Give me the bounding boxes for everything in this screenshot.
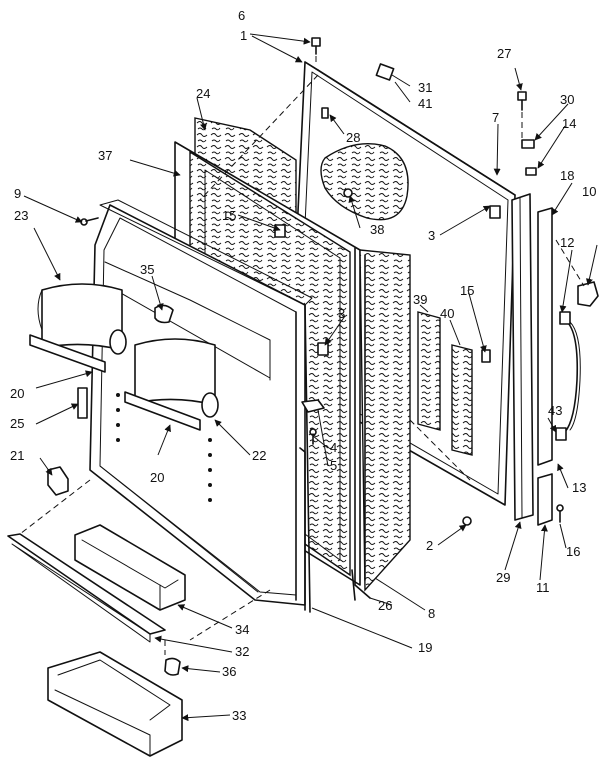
callout-31: 31: [418, 80, 432, 95]
bin-clip-36: [164, 657, 181, 676]
callout-38: 38: [370, 222, 384, 237]
leader-lines: [23, 33, 598, 722]
callout-18: 18: [560, 168, 574, 183]
callout-10: 10: [582, 184, 596, 199]
door-trim-40: [451, 344, 473, 456]
callout-26: 26: [378, 598, 392, 613]
callout-11: 11: [536, 580, 550, 595]
callout-12: 12: [560, 235, 574, 250]
screw-9: [80, 217, 99, 226]
handle-trim-18: [537, 207, 553, 466]
callout-40: 40: [440, 306, 454, 321]
dairy-door-22: [124, 338, 219, 431]
callout-5: 5: [330, 458, 337, 473]
callout-33: 33: [232, 708, 246, 723]
callout-24: 24: [196, 86, 210, 101]
callout-21: 21: [10, 448, 24, 463]
door-bin-33: [47, 651, 183, 757]
liner-holes: [116, 393, 212, 502]
callout-2: 2: [426, 538, 433, 553]
shelf-rail-32: [7, 533, 166, 635]
handle-trim-29: [511, 193, 534, 521]
callout-3-upper: 3: [428, 228, 435, 243]
screw-4: [309, 428, 317, 445]
door-trim-39: [417, 311, 441, 431]
callout-25: 25: [10, 416, 24, 431]
callout-30: 30: [560, 92, 574, 107]
callout-6: 6: [238, 8, 245, 23]
screw-27: [517, 91, 527, 111]
callout-19: 19: [418, 640, 432, 655]
callout-22: 22: [252, 448, 266, 463]
callout-20-upper: 20: [10, 386, 24, 401]
callout-35: 35: [140, 262, 154, 277]
shelf-bracket-25: [77, 387, 88, 419]
callout-16: 16: [566, 544, 580, 559]
door-trim-strip: [299, 447, 306, 611]
dairy-door-23: [29, 283, 127, 373]
callout-labels: 6 1 31 41 27 30 14 7 28 24 37 9 23 18 10…: [10, 8, 596, 723]
callout-28: 28: [346, 130, 360, 145]
callout-20-lower: 20: [150, 470, 164, 485]
callout-36: 36: [222, 664, 236, 679]
callout-14: 14: [562, 116, 576, 131]
inner-panel-foam-patch: [320, 143, 409, 221]
door-handle: [555, 311, 581, 441]
screw-16: [556, 504, 564, 523]
door-gasket: [351, 247, 411, 601]
callout-15-lower: 15: [460, 283, 474, 298]
callout-13: 13: [572, 480, 586, 495]
bin-clip-35: [154, 304, 174, 324]
callout-37: 37: [98, 148, 112, 163]
callout-39: 39: [413, 292, 427, 307]
callout-34: 34: [235, 622, 249, 637]
handle-endcap-10: [577, 281, 599, 307]
screw-6: [311, 37, 321, 55]
callout-41: 41: [418, 96, 432, 111]
callout-7: 7: [492, 110, 499, 125]
callout-15-upper: 15: [222, 208, 236, 223]
callout-4: 4: [330, 440, 337, 455]
callout-8: 8: [428, 606, 435, 621]
handle-trim-11: [537, 473, 553, 526]
callout-43: 43: [548, 403, 562, 418]
callout-27: 27: [497, 46, 511, 61]
callout-23: 23: [14, 208, 28, 223]
screws: [80, 37, 564, 526]
door-bin-34: [74, 524, 186, 611]
alignment-lines: [19, 56, 585, 655]
callout-3-lower: 3: [338, 306, 345, 321]
shelf-clip-21: [47, 466, 69, 496]
washer-2: [462, 516, 472, 526]
callout-29: 29: [496, 570, 510, 585]
callout-9: 9: [14, 186, 21, 201]
callout-32: 32: [235, 644, 249, 659]
inner-door-liner: [89, 199, 313, 613]
callout-1: 1: [240, 28, 247, 43]
